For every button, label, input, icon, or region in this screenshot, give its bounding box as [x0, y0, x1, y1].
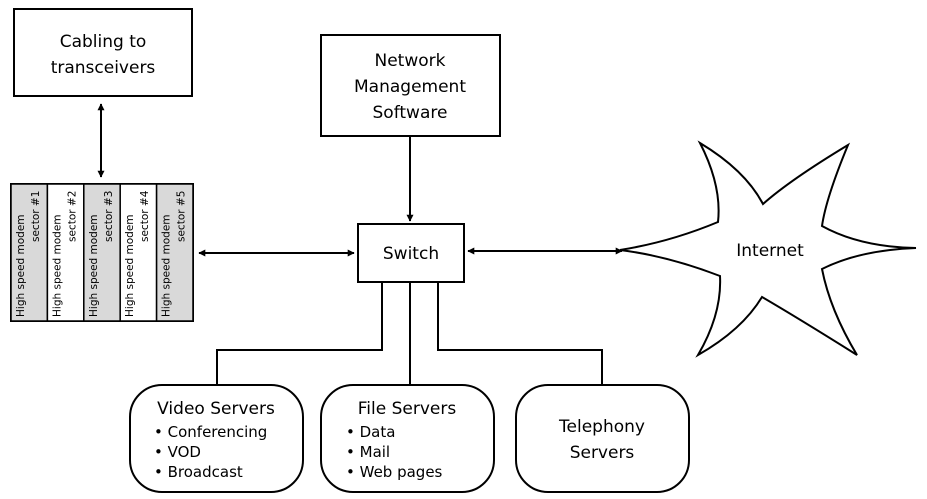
nms-box: Network Management Software [320, 34, 501, 137]
modem-sector-line2: sector #1 [30, 191, 42, 242]
file-servers-pod: File Servers • Data • Mail • Web pages [320, 384, 495, 493]
modem-sector-line1: High speed modem [88, 214, 100, 317]
file-servers-bullet-2: • Mail [346, 443, 390, 461]
telephony-servers-pod: Telephony Servers [515, 384, 690, 493]
modem-sector-line1: High speed modem [161, 214, 173, 317]
nms-box-line3: Software [373, 103, 448, 123]
cabling-box-line1: Cabling to [60, 32, 147, 52]
switch-label: Switch [383, 244, 439, 264]
modem-sector-line1: High speed modem [124, 214, 136, 317]
modem-sector-line1: High speed modem [51, 214, 63, 317]
video-servers-title: Video Servers [157, 399, 275, 419]
file-servers-title: File Servers [358, 399, 457, 419]
modem-sector-line2: sector #3 [103, 191, 115, 242]
modem-sector-line1: High speed modem [15, 214, 27, 317]
nms-box-line1: Network [375, 51, 446, 71]
file-servers-bullet-3: • Web pages [346, 463, 443, 481]
connectors [97, 103, 623, 386]
internet-label: Internet [736, 241, 804, 261]
internet-cloud: Internet [619, 140, 917, 358]
video-servers-bullet-1: • Conferencing [154, 423, 267, 441]
file-servers-bullet-1: • Data [346, 423, 395, 441]
switch-box: Switch [357, 223, 465, 283]
modem-sector-cell [46, 183, 85, 322]
modem-sector-line2: sector #2 [66, 191, 78, 242]
modem-sector-cell [155, 183, 194, 322]
modem-sector-cell [83, 183, 121, 322]
telephony-servers-line1: Telephony [558, 417, 645, 437]
cabling-box-line2: transceivers [51, 58, 156, 78]
modem-sector-line2: sector #5 [176, 191, 188, 242]
video-servers-pod: Video Servers • Conferencing • VOD • Bro… [129, 384, 304, 493]
cabling-box: Cabling to transceivers [13, 8, 193, 97]
modem-sector-cell [119, 183, 158, 322]
switch-video-link [216, 283, 383, 386]
telephony-servers-line2: Servers [570, 443, 635, 463]
video-servers-bullet-2: • VOD [154, 443, 201, 461]
modem-sector-line2: sector #4 [139, 190, 151, 242]
video-servers-bullet-3: • Broadcast [154, 463, 243, 481]
nms-box-line2: Management [354, 77, 466, 97]
switch-telephony-link [437, 283, 603, 386]
